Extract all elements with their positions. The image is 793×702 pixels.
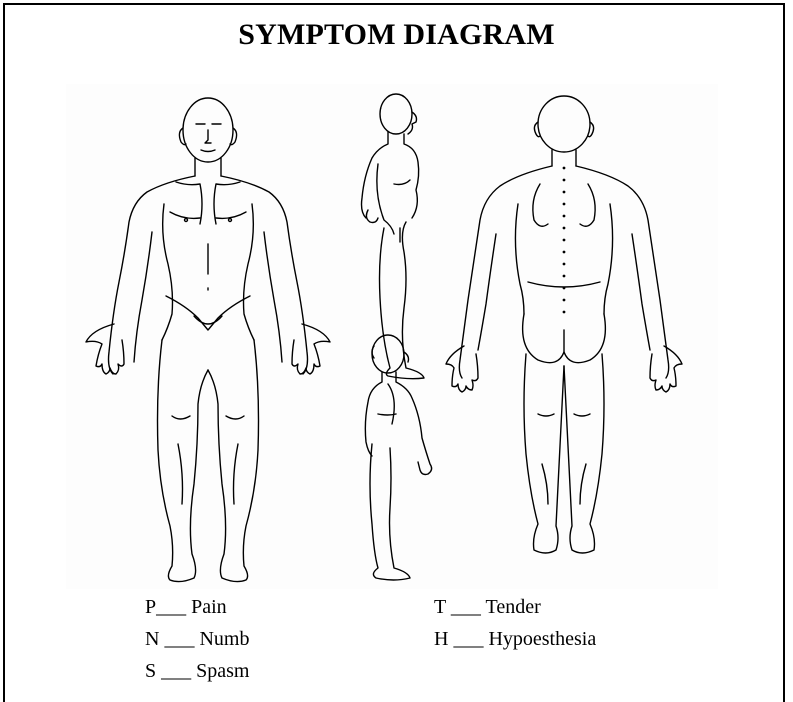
side-body-figure-lower[interactable] — [365, 335, 431, 580]
legend-numb: N ___ Numb — [145, 629, 249, 649]
legend-pain: P___ Pain — [145, 597, 227, 617]
legend-hypoesthesia: H ___ Hypoesthesia — [434, 629, 596, 649]
body-diagram-svg — [66, 84, 718, 589]
front-body-figure[interactable] — [86, 98, 330, 582]
body-diagram[interactable] — [66, 84, 718, 589]
back-body-figure[interactable] — [446, 96, 682, 553]
page-title: SYMPTOM DIAGRAM — [0, 18, 793, 52]
legend-tender: T ___ Tender — [434, 597, 541, 617]
legend-spasm: S ___ Spasm — [145, 661, 249, 681]
